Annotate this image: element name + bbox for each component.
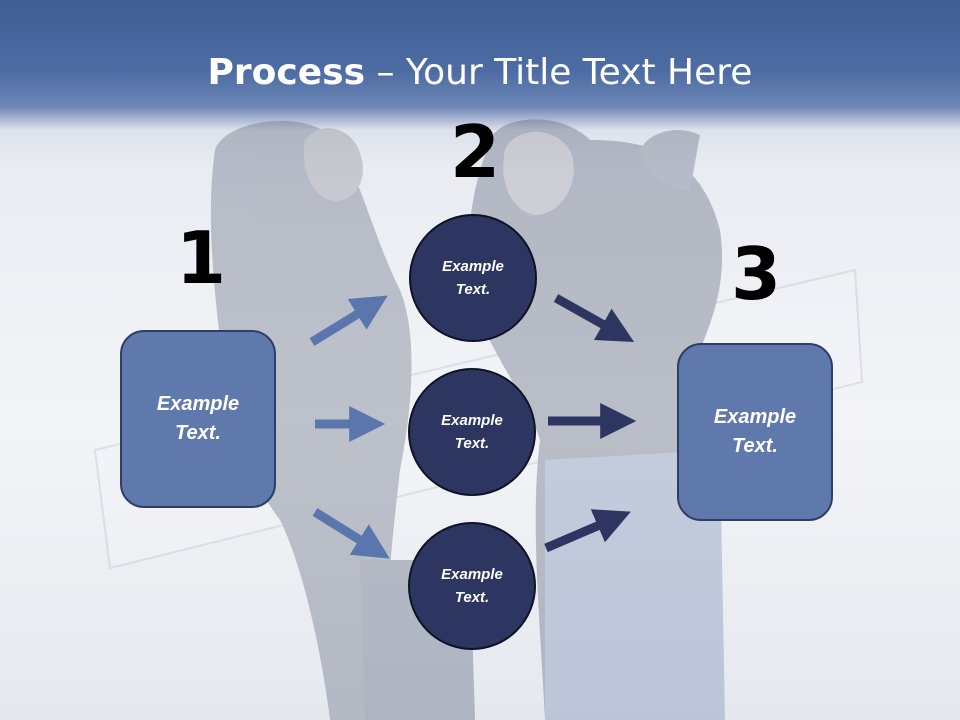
left-step-label: Example Text. [156,393,240,444]
circle-bottom[interactable]: Example Text. [408,522,536,650]
circle-bottom-label: Example Text. [441,566,503,606]
right-step-label: Example Text. [713,406,797,457]
arrow-left-to-top [309,295,388,346]
title-bar [0,0,960,130]
arrow-bottom-to-right [544,509,631,553]
page-title: Process – Your Title Text Here [0,52,960,93]
title-rest: – Your Title Text Here [365,52,753,93]
arrow-left-to-bottom [312,508,390,559]
right-step-box[interactable]: Example Text. [677,343,833,521]
circle-top-label: Example Text. [442,258,504,298]
circle-middle[interactable]: Example Text. [408,368,536,496]
step-number-2: 2 [450,110,501,194]
left-step-box[interactable]: Example Text. [120,330,276,508]
circle-middle-label: Example Text. [441,412,503,452]
title-bold: Process [207,52,366,93]
circle-top[interactable]: Example Text. [409,214,537,342]
step-number-3: 3 [731,232,782,316]
arrow-top-to-right [553,294,635,342]
step-number-1: 1 [176,216,227,300]
